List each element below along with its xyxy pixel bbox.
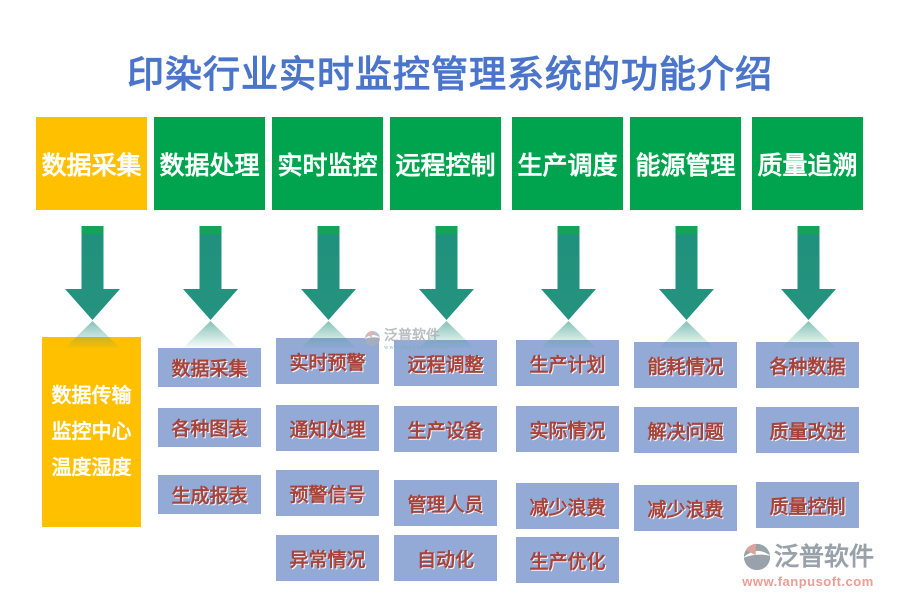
- watermark-sub: www.fanpusoft.com: [384, 345, 450, 351]
- column-remote-control: 远程控制 远程调整 生产设备 管理人员 自动化: [390, 0, 501, 600]
- feature-box: 各种数据: [756, 342, 859, 388]
- feature-box: 实际情况: [516, 406, 619, 452]
- column-header-remote-control: 远程控制: [390, 117, 501, 210]
- feature-box: 管理人员: [394, 480, 497, 526]
- arrow-reflection: [301, 321, 356, 348]
- arrow-reflection: [541, 321, 596, 348]
- feature-box: 自动化: [394, 535, 497, 581]
- feature-box: 预警信号: [276, 470, 379, 516]
- feature-box: 生产优化: [516, 537, 619, 583]
- feature-box: 通知处理: [276, 405, 379, 451]
- column-header-production-scheduling: 生产调度: [512, 117, 623, 210]
- feature-box: 各种图表: [158, 408, 261, 447]
- column-production-scheduling: 生产调度 生产计划 实际情况 减少浪费 生产优化: [512, 0, 623, 600]
- feature-box: 减少浪费: [516, 483, 619, 529]
- down-arrow-icon: [541, 226, 596, 320]
- column-header-energy-management: 能源管理: [630, 117, 741, 210]
- watermark-bottom: 泛普软件 www.fanpusoft.com: [742, 542, 874, 589]
- detail-line: 数据传输: [51, 385, 132, 407]
- column-header-data-collection: 数据采集: [36, 117, 147, 210]
- down-arrow-icon: [659, 226, 714, 320]
- column-quality-traceability: 质量追溯 各种数据 质量改进 质量控制: [752, 0, 863, 600]
- column-header-quality-traceability: 质量追溯: [752, 117, 863, 210]
- page-title: 印染行业实时监控管理系统的功能介绍: [127, 55, 773, 96]
- column-realtime-monitoring: 实时监控 实时预警 通知处理 预警信号 异常情况: [272, 0, 383, 600]
- feature-box: 生成报表: [158, 475, 261, 514]
- watermark-brand: 泛普软件: [774, 543, 875, 571]
- watermark-brand: 泛普软件: [384, 329, 440, 344]
- arrow-reflection: [183, 321, 238, 348]
- down-arrow-icon: [183, 226, 238, 320]
- feature-box: 质量控制: [756, 482, 859, 528]
- feature-box: 生产设备: [394, 406, 497, 452]
- down-arrow-icon: [301, 226, 356, 320]
- arrow-reflection: [659, 321, 714, 348]
- fanpu-logo-icon: [742, 543, 772, 571]
- feature-box: 能耗情况: [634, 342, 737, 388]
- arrow-reflection: [65, 321, 120, 348]
- column-data-processing: 数据处理 数据采集 各种图表 生成报表: [154, 0, 265, 600]
- column-data-collection: 数据采集 数据传输 监控中心 温度湿度: [36, 0, 147, 600]
- feature-box: 减少浪费: [634, 485, 737, 531]
- feature-box: 解决问题: [634, 407, 737, 453]
- column-header-realtime-monitoring: 实时监控: [272, 117, 383, 210]
- arrow-reflection: [781, 321, 836, 348]
- column-energy-management: 能源管理 能耗情况 解决问题 减少浪费: [630, 0, 741, 600]
- feature-box: 质量改进: [756, 407, 859, 453]
- column-header-data-processing: 数据处理: [154, 117, 265, 210]
- watermark-center: 泛普软件 www.fanpusoft.com: [364, 330, 450, 352]
- down-arrow-icon: [65, 226, 120, 320]
- detail-line: 监控中心: [51, 421, 132, 443]
- feature-box: 数据采集: [158, 348, 261, 387]
- fanpu-logo-icon: [364, 331, 381, 346]
- data-collection-detail-box: 数据传输 监控中心 温度湿度: [42, 337, 141, 527]
- down-arrow-icon: [419, 226, 474, 320]
- down-arrow-icon: [781, 226, 836, 320]
- watermark-url: www.fanpusoft.com: [742, 574, 874, 589]
- feature-box: 异常情况: [276, 535, 379, 581]
- detail-line: 温度湿度: [51, 457, 132, 479]
